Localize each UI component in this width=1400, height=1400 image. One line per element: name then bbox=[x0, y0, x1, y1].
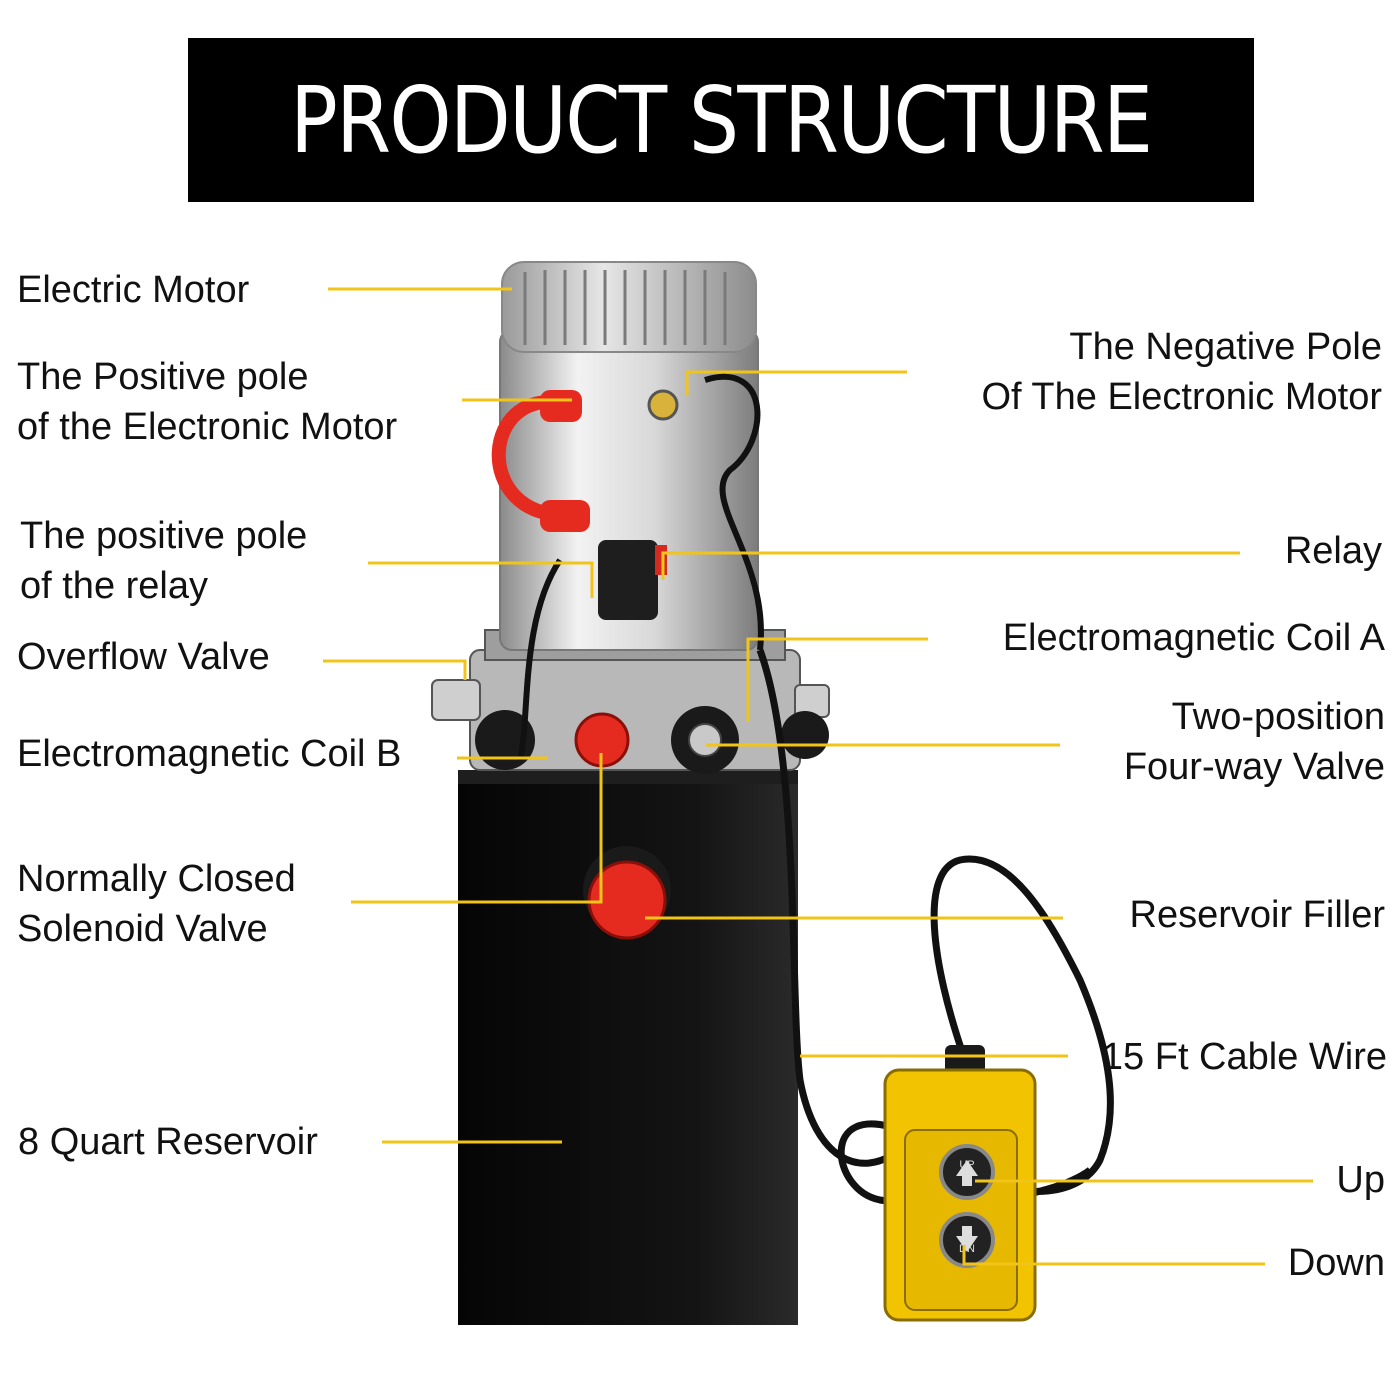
motor-wire-1 bbox=[704, 373, 764, 651]
four-way-valve-nut bbox=[688, 723, 722, 757]
label-relay: Relay bbox=[1284, 530, 1382, 572]
label-positive-pole-relay: The positive pole of the relay bbox=[20, 515, 308, 607]
leader-coil-a bbox=[746, 637, 928, 722]
up-button-text: UP bbox=[959, 1159, 974, 1171]
overflow-valve-fitting bbox=[431, 679, 481, 721]
reservoir-top-edge bbox=[458, 770, 798, 784]
label-overflow-valve: Overflow Valve bbox=[17, 636, 270, 678]
leader-down bbox=[962, 1245, 1265, 1266]
motor-cooling-fins bbox=[523, 270, 727, 345]
leader-relay bbox=[661, 551, 1240, 580]
label-cable-wire: 15 Ft Cable Wire bbox=[1101, 1036, 1387, 1078]
pendant-strain-relief bbox=[945, 1045, 985, 1075]
up-button-icon bbox=[939, 1144, 995, 1200]
relay-terminal bbox=[655, 545, 667, 575]
leader-lines bbox=[323, 287, 1313, 1266]
label-coil-a: Electromagnetic Coil A bbox=[1002, 617, 1385, 659]
label-reservoir: 8 Quart Reservoir bbox=[18, 1121, 318, 1163]
relay-body bbox=[598, 540, 658, 620]
negative-pole-terminal bbox=[647, 389, 679, 421]
label-positive-pole-motor: The Positive pole of the Electronic Moto… bbox=[17, 356, 398, 448]
leader-negative-pole-motor bbox=[685, 370, 907, 395]
label-solenoid-valve: Normally Closed Solenoid Valve bbox=[17, 858, 296, 950]
label-negative-pole-motor: The Negative Pole Of The Electronic Moto… bbox=[981, 326, 1382, 418]
motor-wire-2 bbox=[517, 558, 563, 761]
positive-pole-cap bbox=[540, 390, 582, 422]
relay-pole-cap bbox=[540, 500, 590, 532]
label-down: Down bbox=[1287, 1242, 1385, 1284]
down-button-text: DN bbox=[959, 1243, 975, 1255]
label-up: Up bbox=[1336, 1159, 1385, 1201]
page-title: PRODUCT STRUCTURE bbox=[290, 66, 1153, 174]
label-electric-motor: Electric Motor bbox=[17, 269, 250, 311]
label-coil-b: Electromagnetic Coil B bbox=[17, 733, 402, 775]
title-banner: PRODUCT STRUCTURE bbox=[188, 38, 1254, 202]
leader-overflow-valve bbox=[323, 659, 467, 680]
leader-positive-pole-relay bbox=[368, 561, 594, 598]
coil-a-body bbox=[781, 711, 829, 759]
label-four-way-valve: Two-position Four-way Valve bbox=[1123, 696, 1385, 788]
control-cable bbox=[756, 648, 903, 1167]
positive-cable bbox=[491, 395, 577, 523]
leader-solenoid-valve bbox=[351, 753, 603, 904]
down-button-icon bbox=[939, 1212, 995, 1268]
label-reservoir-filler: Reservoir Filler bbox=[1129, 894, 1385, 936]
motor-end-cap bbox=[501, 261, 757, 353]
